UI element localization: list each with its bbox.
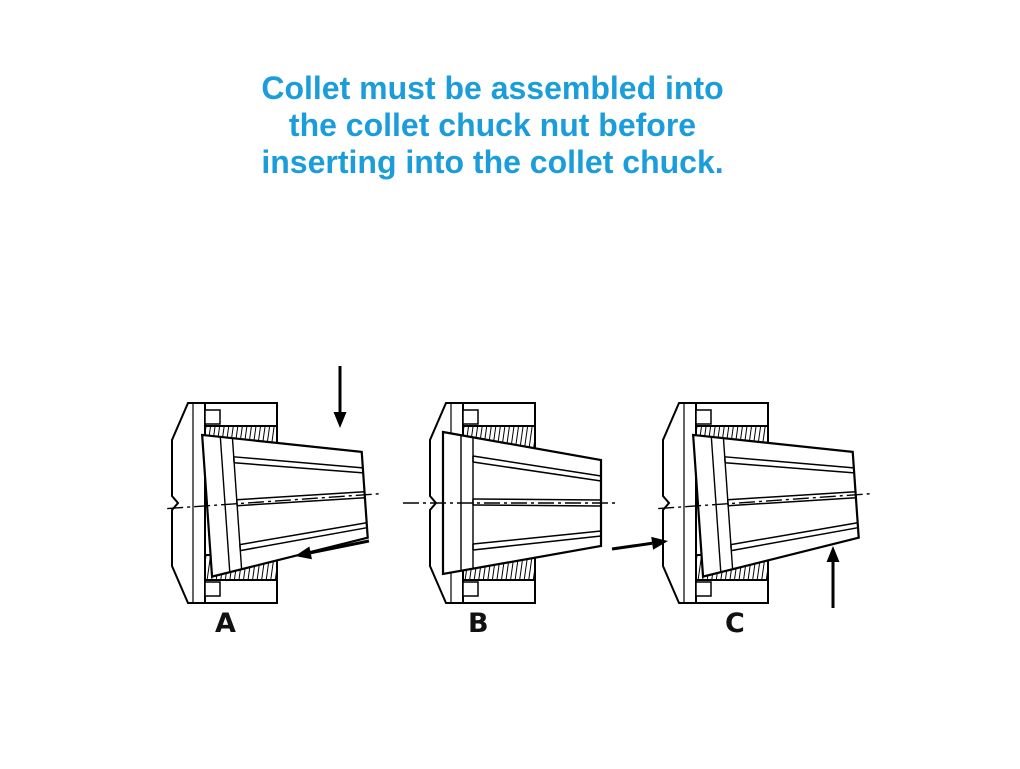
figure-b: B bbox=[373, 348, 673, 663]
collet-insertion-step-c-diagram bbox=[606, 348, 906, 648]
figure-a: A bbox=[115, 348, 415, 663]
slide-title: Collet must be assembled into the collet… bbox=[0, 70, 985, 181]
title-line-3: inserting into the collet chuck. bbox=[261, 144, 724, 180]
collet-and-chuck-nut-cross-section bbox=[403, 402, 615, 604]
arrow-down-icon bbox=[333, 366, 347, 428]
figure-a-label: A bbox=[215, 608, 236, 639]
collet-and-chuck-nut-cross-section bbox=[167, 366, 379, 604]
figure-c: C bbox=[606, 348, 906, 663]
figure-c-label: C bbox=[725, 608, 745, 639]
arrow-right-icon bbox=[611, 536, 668, 551]
arrow-up-icon bbox=[826, 546, 840, 608]
collet-insertion-step-a-diagram bbox=[115, 348, 415, 648]
title-line-1: Collet must be assembled into bbox=[261, 70, 724, 106]
title-line-2: the collet chuck nut before bbox=[288, 107, 697, 143]
collet-insertion-step-b-diagram bbox=[373, 348, 673, 648]
figure-b-label: B bbox=[468, 608, 489, 639]
arrow-left-icon bbox=[295, 539, 370, 560]
collet-and-chuck-nut-cross-section bbox=[611, 402, 870, 608]
